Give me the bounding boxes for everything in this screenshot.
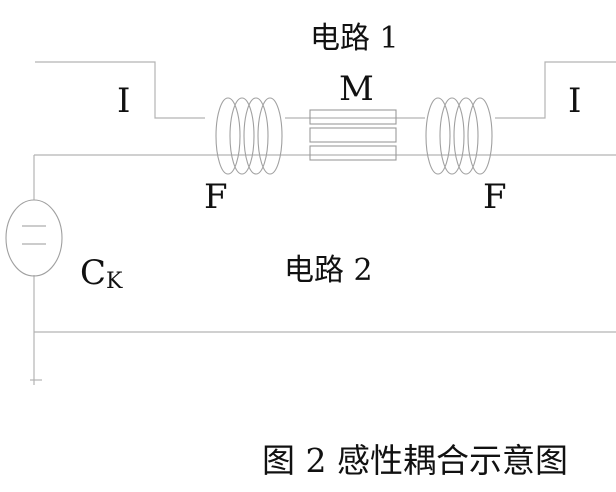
right-current-label: I: [568, 81, 581, 121]
circuit-1-wiring: [35, 61, 616, 119]
left-flux-label: F: [204, 177, 228, 217]
figure-caption: 图 2 感性耦合示意图: [262, 441, 568, 480]
mutual-inductance-label: M: [339, 69, 374, 109]
left-current-label: I: [117, 81, 130, 121]
capacitor-label-main: C: [80, 253, 106, 293]
right-coil: [425, 97, 493, 175]
right-flux-label: F: [483, 177, 507, 217]
circuit-2-label: 电路 2: [284, 253, 373, 288]
left-coil: [215, 97, 283, 175]
capacitor-ck-symbol: [5, 199, 63, 277]
circuit-1-label: 电路 1: [310, 21, 399, 56]
capacitor-label: CK: [80, 253, 123, 294]
capacitor-label-subscript: K: [106, 269, 123, 294]
coupling-core: [309, 109, 397, 161]
circuit-2-wiring: [30, 154, 616, 385]
